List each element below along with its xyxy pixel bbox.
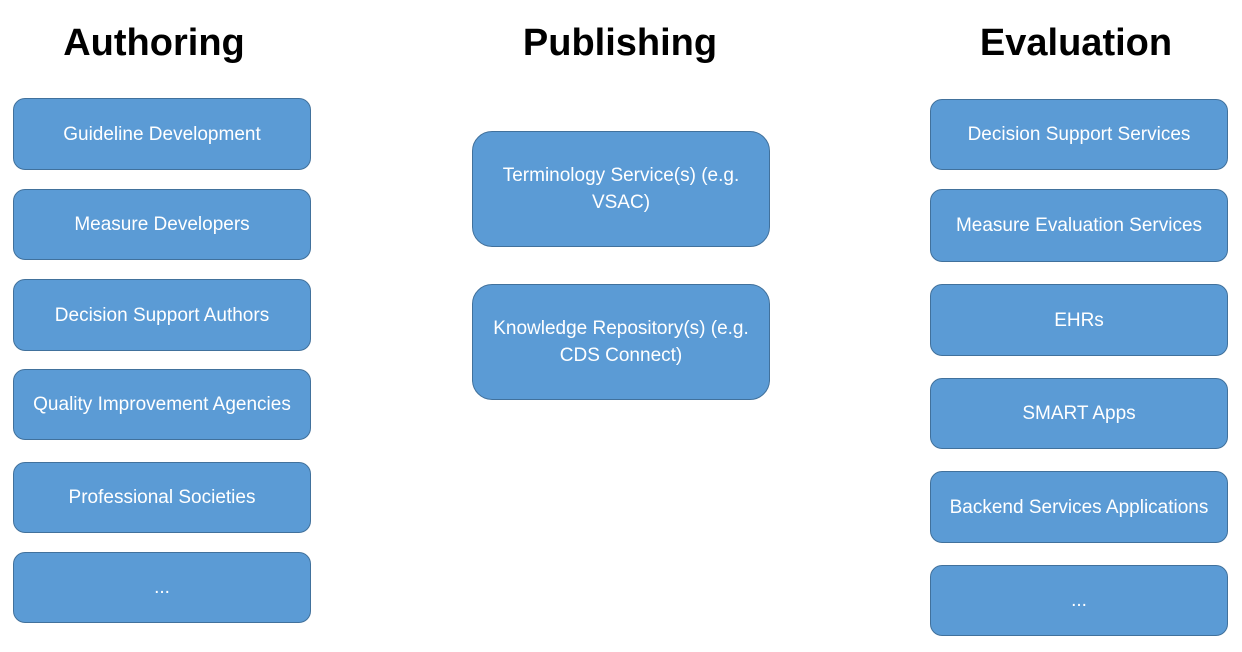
evaluation-box-more: ...	[930, 565, 1228, 636]
evaluation-box-measure-evaluation-services: Measure Evaluation Services	[930, 189, 1228, 262]
evaluation-box-ehrs: EHRs	[930, 284, 1228, 356]
authoring-heading: Authoring	[63, 22, 245, 64]
authoring-box-quality-improvement-agencies: Quality Improvement Agencies	[13, 369, 311, 440]
authoring-box-professional-societies: Professional Societies	[13, 462, 311, 533]
publishing-box-terminology-services: Terminology Service(s) (e.g. VSAC)	[472, 131, 770, 247]
evaluation-box-decision-support-services: Decision Support Services	[930, 99, 1228, 170]
publishing-heading: Publishing	[522, 22, 718, 64]
publishing-box-knowledge-repository: Knowledge Repository(s) (e.g. CDS Connec…	[472, 284, 770, 400]
evaluation-box-smart-apps: SMART Apps	[930, 378, 1228, 449]
evaluation-box-backend-services-applications: Backend Services Applications	[930, 471, 1228, 543]
authoring-box-guideline-development: Guideline Development	[13, 98, 311, 170]
evaluation-heading: Evaluation	[979, 22, 1173, 64]
authoring-box-more: ...	[13, 552, 311, 623]
authoring-box-decision-support-authors: Decision Support Authors	[13, 279, 311, 351]
authoring-box-measure-developers: Measure Developers	[13, 189, 311, 260]
